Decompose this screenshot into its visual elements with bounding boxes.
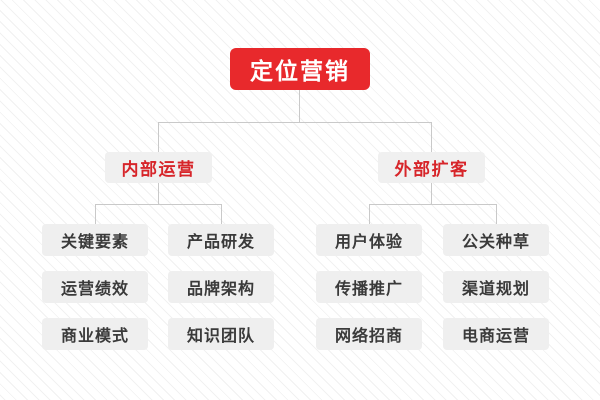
connector-branch-1-drop <box>158 122 159 152</box>
node-branch-internal-operations[interactable]: 内部运营 <box>105 152 212 183</box>
node-branch-external-expansion[interactable]: 外部扩客 <box>378 152 485 183</box>
node-leaf-online-investment[interactable]: 网络招商 <box>316 318 422 350</box>
node-leaf-business-model[interactable]: 商业模式 <box>42 318 148 350</box>
node-leaf-product-rnd[interactable]: 产品研发 <box>168 224 274 256</box>
connector-leaf-col-4-drop <box>496 204 497 224</box>
node-leaf-pr-seeding[interactable]: 公关种草 <box>443 224 549 256</box>
connector-leaf-col-3-drop <box>369 204 370 224</box>
connector-branch-2-drop <box>431 122 432 152</box>
node-leaf-key-elements[interactable]: 关键要素 <box>42 224 148 256</box>
node-root[interactable]: 定位营销 <box>230 48 370 90</box>
node-leaf-ecommerce-operations[interactable]: 电商运营 <box>443 318 549 350</box>
connector-root-bus <box>158 122 432 123</box>
connector-branch-2-bus <box>369 204 496 205</box>
connector-branch-2-stem <box>431 183 432 205</box>
connector-leaf-col-1-drop <box>95 204 96 224</box>
node-leaf-brand-architecture[interactable]: 品牌架构 <box>168 271 274 303</box>
connector-branch-1-stem <box>158 183 159 205</box>
connector-leaf-col-2-drop <box>221 204 222 224</box>
node-leaf-channel-planning[interactable]: 渠道规划 <box>443 271 549 303</box>
connector-root-stem <box>299 90 300 123</box>
node-leaf-communication-promotion[interactable]: 传播推广 <box>316 271 422 303</box>
node-leaf-knowledge-team[interactable]: 知识团队 <box>168 318 274 350</box>
node-leaf-user-experience[interactable]: 用户体验 <box>316 224 422 256</box>
connector-branch-1-bus <box>95 204 222 205</box>
node-leaf-operating-performance[interactable]: 运营绩效 <box>42 271 148 303</box>
